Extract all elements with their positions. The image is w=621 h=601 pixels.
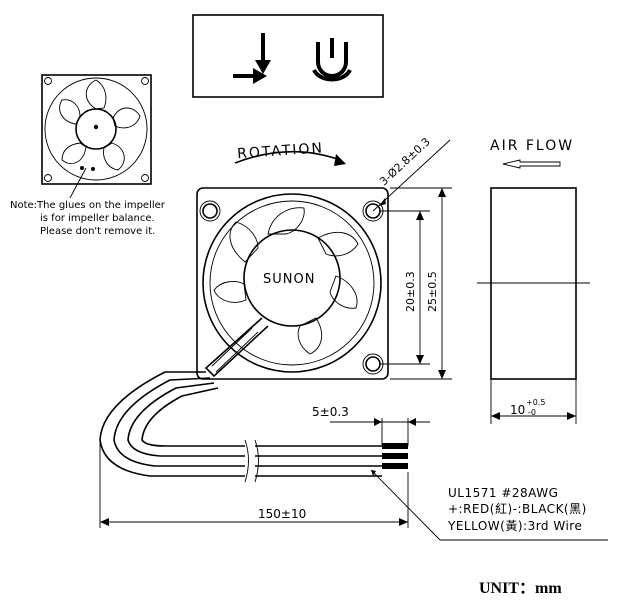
fan-frame — [196, 187, 389, 380]
cable-guide — [204, 317, 269, 378]
rotation-arrow-icon — [234, 150, 346, 166]
wire — [127, 382, 245, 457]
wire-inner — [141, 387, 245, 447]
impeller-small-view — [41, 74, 152, 199]
mounting-hole — [365, 356, 381, 372]
symbol-box-frame — [192, 14, 384, 98]
airflow-label: AIR FLOW — [490, 138, 574, 154]
rotation-label: ROTATION — [237, 140, 325, 162]
wire-terminal — [382, 463, 408, 469]
ul-certification-mark-icon — [312, 38, 352, 82]
impeller-housing-ring — [44, 77, 148, 181]
brand-label: SUNON — [263, 272, 315, 287]
wire-spec-line-1: UL1571 #28AWG — [448, 486, 558, 500]
dim-150-label: 150±10 — [258, 507, 306, 521]
hole-spec-label: 3-Ø2.8±0.3 — [377, 135, 433, 188]
side-view-body — [490, 187, 577, 380]
dimension-25: 25±0.5 — [390, 187, 452, 380]
note-line-2: is for impeller balance. — [40, 213, 155, 224]
flow-direction-arrows-icon — [233, 33, 271, 84]
lead-wires — [99, 371, 408, 483]
fan-front-view: SUNON — [196, 187, 389, 380]
wire — [113, 377, 245, 467]
airflow-arrow-icon — [502, 159, 561, 169]
wire-spec-line-2: +:RED(紅)-:BLACK(黑) — [448, 502, 587, 516]
wire-spec-line-3: YELLOW(黃):3rd Wire — [447, 519, 582, 533]
note-line-3: Please don't remove it. — [40, 226, 155, 237]
dim-25-label: 25±0.5 — [426, 271, 439, 312]
glue-dot — [91, 167, 95, 171]
dim-5-label: 5±0.3 — [312, 405, 349, 419]
wire-outer — [99, 371, 245, 477]
mounting-hole — [202, 203, 218, 219]
dimension-20: 20±0.3 — [380, 210, 430, 365]
hole-callout: 3-Ø2.8±0.3 — [372, 135, 451, 212]
fan-side-view: 10 +0.5 -0 — [477, 187, 590, 424]
unit-label: UNIT：mm — [479, 580, 562, 597]
note-line-1: Note:The glues on the impeller — [10, 200, 166, 211]
wire-spec-callout: UL1571 #28AWG +:RED(紅)-:BLACK(黑) YELLOW(… — [370, 469, 608, 541]
impeller-frame — [41, 74, 152, 185]
fan-housing-inner — [209, 200, 375, 366]
dim-10-tol-plus: +0.5 — [526, 398, 545, 407]
fan-housing-outer — [202, 193, 382, 373]
fan-blades — [213, 207, 359, 355]
wire-terminal — [382, 453, 408, 459]
impeller-center-dot — [93, 124, 99, 130]
dim-10-label: 10 — [510, 403, 525, 417]
note-leader-line — [69, 167, 87, 199]
symbol-box — [192, 14, 384, 98]
dimension-5: 5±0.3 — [312, 405, 430, 446]
wire-terminal — [382, 443, 408, 449]
glue-dot — [80, 166, 84, 170]
dim-10-tol-minus: -0 — [528, 408, 536, 417]
impeller-note: Note:The glues on the impeller is for im… — [10, 200, 166, 237]
dimension-150: 150±10 — [99, 440, 409, 528]
impeller-blades — [59, 79, 141, 171]
dim-20-label: 20±0.3 — [404, 271, 417, 312]
